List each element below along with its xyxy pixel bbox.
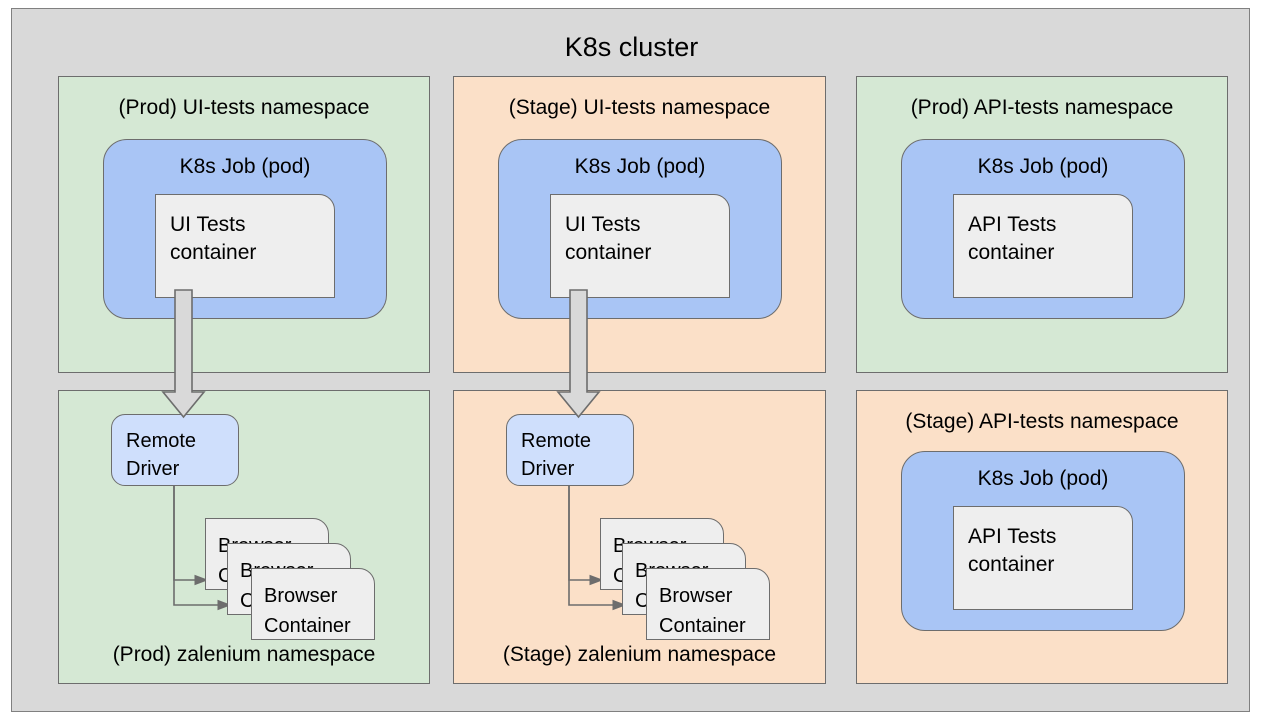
namespace-stage-zalenium: (Stage) zalenium namespace Remote Driver… (453, 390, 826, 684)
namespace-prod-ui-tests-title: (Prod) UI-tests namespace (118, 96, 370, 119)
container-ui-tests-prod: UI Tests container (155, 194, 335, 298)
namespace-prod-zalenium: (Prod) zalenium namespace Remote Driver … (58, 390, 430, 684)
namespace-stage-ui-tests: (Stage) UI-tests namespace K8s Job (pod)… (453, 76, 826, 373)
container-ui-tests-stage: UI Tests container (550, 194, 730, 298)
browser-container-prod-3: Browser Container (251, 568, 375, 640)
remote-driver-stage: Remote Driver (506, 414, 634, 486)
pod-prod-ui-tests-title: K8s Job (pod) (179, 155, 311, 178)
namespace-stage-api-tests-title: (Stage) API-tests namespace (905, 410, 1179, 433)
namespace-prod-ui-tests: (Prod) UI-tests namespace K8s Job (pod) … (58, 76, 430, 373)
namespace-stage-ui-tests-title: (Stage) UI-tests namespace (508, 96, 771, 119)
container-api-tests-stage: API Tests container (953, 506, 1133, 610)
pod-stage-ui-tests-title: K8s Job (pod) (574, 155, 706, 178)
namespace-stage-zalenium-title: (Stage) zalenium namespace (502, 643, 777, 666)
container-api-tests-prod: API Tests container (953, 194, 1133, 298)
pod-stage-api-tests-title: K8s Job (pod) (977, 467, 1109, 490)
namespace-prod-zalenium-title: (Prod) zalenium namespace (112, 643, 376, 666)
pod-stage-api-tests: K8s Job (pod) API Tests container (901, 451, 1185, 631)
namespace-prod-api-tests-title: (Prod) API-tests namespace (910, 96, 1174, 119)
pod-prod-api-tests-title: K8s Job (pod) (977, 155, 1109, 178)
namespace-stage-api-tests: (Stage) API-tests namespace K8s Job (pod… (856, 390, 1228, 684)
cluster-title: K8s cluster (564, 32, 699, 62)
browser-container-stage-3: Browser Container (646, 568, 770, 640)
remote-driver-prod: Remote Driver (111, 414, 239, 486)
pod-prod-api-tests: K8s Job (pod) API Tests container (901, 139, 1185, 319)
pod-prod-ui-tests: K8s Job (pod) UI Tests container (103, 139, 387, 319)
namespace-prod-api-tests: (Prod) API-tests namespace K8s Job (pod)… (856, 76, 1228, 373)
pod-stage-ui-tests: K8s Job (pod) UI Tests container (498, 139, 782, 319)
